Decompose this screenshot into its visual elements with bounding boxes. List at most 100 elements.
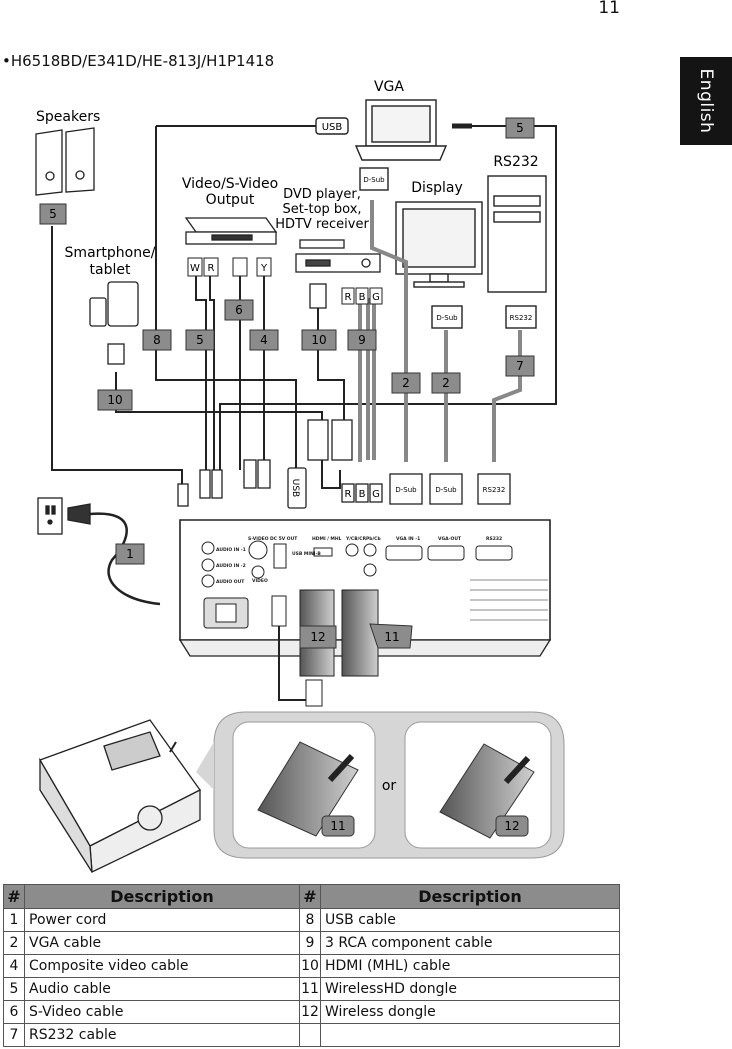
connection-diagram: VGA Speakers Video/S-Video Output DVD pl… (35, 79, 565, 873)
svg-text:USB: USB (290, 479, 300, 497)
item-description (320, 1023, 620, 1047)
item-number: 11 (299, 977, 321, 1001)
svg-text:W: W (190, 263, 200, 274)
item-number (299, 1023, 321, 1047)
callout-12: 12 (299, 625, 337, 649)
svg-text:11: 11 (330, 819, 345, 833)
callout-8: 8 (142, 329, 172, 351)
svg-text:Pb/Cb: Pb/Cb (366, 536, 381, 542)
svg-text:12: 12 (310, 630, 325, 644)
inset-panel-left: 11 (232, 721, 376, 849)
svg-text:Y/CB/CR: Y/CB/CR (345, 536, 367, 542)
table-row: 2 VGA cable 9 3 RCA component cable (3, 931, 620, 955)
svg-text:B: B (359, 292, 366, 303)
item-number: 10 (299, 954, 321, 978)
svg-text:RS232: RS232 (486, 536, 502, 542)
svg-text:12: 12 (504, 819, 519, 833)
item-description: USB cable (320, 908, 620, 932)
item-description: Audio cable (24, 977, 300, 1001)
svg-text:USB: USB (322, 122, 343, 133)
svg-text:DC 5V OUT: DC 5V OUT (270, 536, 298, 542)
smartphone-label-1: Smartphone/ (65, 245, 156, 261)
svg-text:RS232: RS232 (510, 314, 533, 322)
item-number: 9 (299, 931, 321, 955)
svg-text:10: 10 (311, 333, 326, 347)
rs232-pc-label: RS232 (493, 154, 538, 170)
svg-text:D-Sub: D-Sub (436, 314, 458, 322)
svg-text:5: 5 (196, 333, 204, 347)
item-description: RS232 cable (24, 1023, 300, 1047)
video-output-label-1: Video/S-Video (182, 176, 278, 192)
col-header-description: Description (320, 884, 620, 909)
callout-11-inset: 11 (321, 815, 355, 837)
callout-2-a: 2 (391, 372, 421, 394)
page-number: 11 (598, 0, 620, 18)
svg-text:6: 6 (235, 303, 243, 317)
or-label: or (382, 778, 397, 794)
svg-text:D-Sub: D-Sub (435, 486, 457, 494)
dvd-label-2: Set-top box, (282, 202, 361, 217)
callout-11: 11 (369, 623, 413, 649)
col-header-number: # (3, 884, 25, 909)
svg-text:RS232: RS232 (483, 486, 506, 494)
svg-text:10: 10 (107, 393, 122, 407)
table-row: 5 Audio cable 11 WirelessHD dongle (3, 977, 620, 1001)
callout-5-audio: 5 (185, 329, 215, 351)
table-header-row: # Description # Description (3, 884, 620, 909)
video-output-label-2: Output (206, 192, 255, 208)
dsub-connector-laptop: D-Sub (359, 167, 389, 191)
dvd-player-icon (295, 239, 381, 273)
vga-label: VGA (374, 79, 404, 95)
model-line: •H6518BD/E341D/HE-813J/H1P1418 (2, 52, 275, 70)
item-number: 4 (3, 954, 25, 978)
callout-7: 7 (505, 355, 535, 377)
svg-text:5: 5 (49, 207, 57, 221)
dsub-connector-monitor: D-Sub (431, 305, 463, 329)
svg-text:VGA IN -1: VGA IN -1 (396, 536, 420, 542)
item-number: 8 (299, 908, 321, 932)
rs232-connector-projector: RS232 (477, 473, 511, 505)
dsub-connector-vga-out: D-Sub (429, 473, 463, 505)
item-description: Composite video cable (24, 954, 300, 978)
table-row: 6 S-Video cable 12 Wireless dongle (3, 1000, 620, 1024)
inset-pointer (196, 742, 214, 790)
svg-text:9: 9 (358, 333, 366, 347)
language-tab: English (680, 57, 732, 145)
item-description: S-Video cable (24, 1000, 300, 1024)
callout-5-vga: 5 (505, 117, 535, 139)
callout-1: 1 (115, 543, 145, 565)
dsub-connector-vga-in: D-Sub (389, 473, 423, 505)
callout-5-speakers: 5 (39, 203, 67, 225)
item-description: 3 RCA component cable (320, 931, 620, 955)
usb-connector-top: USB (315, 117, 349, 135)
svg-text:S-VIDEO: S-VIDEO (248, 536, 269, 542)
item-description: WirelessHD dongle (320, 977, 620, 1001)
svg-text:R: R (208, 263, 215, 274)
svg-text:D-Sub: D-Sub (395, 486, 417, 494)
dongle-11-icon (341, 589, 379, 677)
item-number: 5 (3, 977, 25, 1001)
item-description: HDMI (MHL) cable (320, 954, 620, 978)
pc-tower-icon (487, 175, 547, 293)
item-description: Wireless dongle (320, 1000, 620, 1024)
svg-text:G: G (372, 489, 380, 500)
callout-2-b: 2 (431, 372, 461, 394)
item-number: 2 (3, 931, 25, 955)
cable-description-table: # Description # Description 1 Power cord… (3, 884, 620, 1047)
monitor-icon (395, 201, 483, 288)
svg-text:Y: Y (260, 263, 268, 274)
inset-panel-right: 12 (404, 721, 552, 849)
svg-text:R: R (345, 292, 352, 303)
item-description: Power cord (24, 908, 300, 932)
svg-text:1: 1 (126, 547, 134, 561)
item-description: VGA cable (24, 931, 300, 955)
svg-text:G: G (372, 292, 380, 303)
item-number: 12 (299, 1000, 321, 1024)
item-number: 6 (3, 1000, 25, 1024)
callout-9: 9 (347, 329, 377, 351)
svg-text:2: 2 (402, 376, 410, 390)
svg-text:VIDEO: VIDEO (252, 578, 268, 584)
item-number: 7 (3, 1023, 25, 1047)
item-number: 1 (3, 908, 25, 932)
table-row: 1 Power cord 8 USB cable (3, 908, 620, 932)
